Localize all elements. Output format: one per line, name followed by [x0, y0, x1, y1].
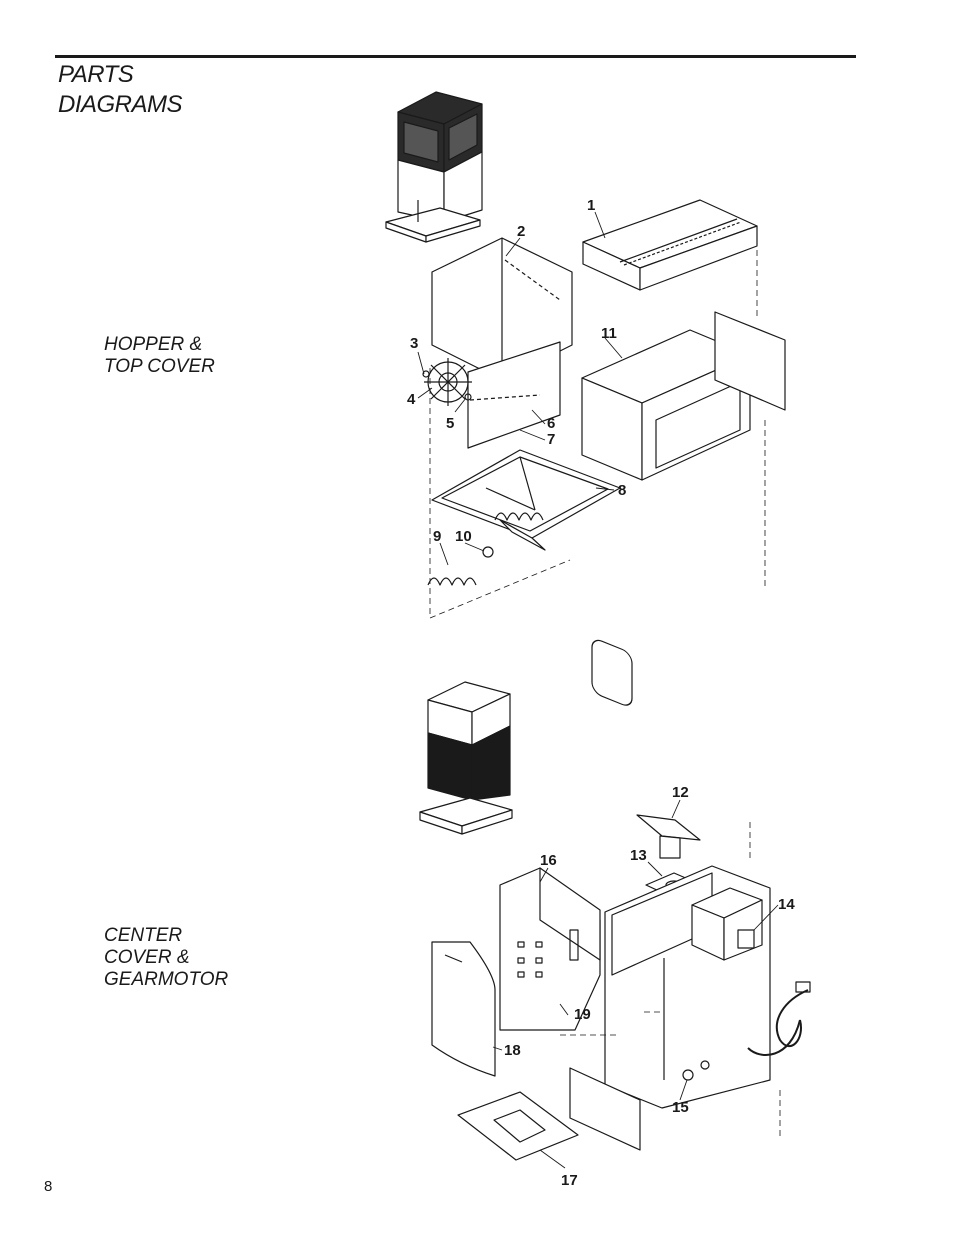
control-board-part: [499, 867, 601, 1031]
gearmotor-part: [691, 887, 763, 961]
callout-2: 2: [517, 223, 525, 240]
callout-1: 1: [587, 197, 595, 214]
callout-5: 5: [446, 415, 454, 432]
auger-spring-part: [427, 546, 494, 586]
header-rule: [55, 55, 856, 58]
callout-10: 10: [455, 528, 472, 545]
callout-7: 7: [547, 431, 555, 448]
callout-11: 11: [601, 325, 617, 342]
leader-lines-bottom: [492, 799, 779, 1169]
callout-9: 9: [433, 528, 441, 545]
section-label-hopper: HOPPER & TOP COVER: [104, 334, 215, 378]
left-cover-part: [431, 941, 496, 1077]
callout-4: 4: [407, 391, 416, 408]
callout-12: 12: [672, 784, 689, 801]
callout-3: 3: [410, 335, 418, 352]
callout-labels: 1 2 3 4 5 6 7 8 9 10 11 12 13 14 15 16 1…: [407, 197, 795, 1189]
callout-16: 16: [540, 852, 557, 869]
callout-19: 19: [574, 1006, 591, 1023]
page-number: 8: [44, 1178, 53, 1195]
frame-part: [581, 311, 786, 706]
title-line-2: DIAGRAMS: [58, 91, 183, 118]
agitator-part: [422, 358, 472, 406]
callout-18: 18: [504, 1042, 521, 1059]
top-cover-part: [582, 199, 758, 291]
section-label-line: CENTER: [104, 925, 183, 946]
callout-13: 13: [630, 847, 647, 864]
section-label-line: GEARMOTOR: [104, 969, 229, 990]
callout-15: 15: [672, 1099, 689, 1116]
callout-17: 17: [561, 1172, 578, 1189]
section-label-line: HOPPER &: [104, 334, 203, 355]
hopper-tray-part: [431, 449, 621, 551]
callout-6: 6: [547, 415, 555, 432]
back-panel-part: [569, 1067, 641, 1151]
section-label-center-cover: CENTER COVER & GEARMOTOR: [104, 925, 228, 991]
leader-lines-top: [417, 211, 623, 566]
section-label-line: COVER &: [104, 947, 190, 968]
assembly-lines-top: [429, 240, 766, 619]
chute-part: [636, 814, 701, 859]
title-line-1: PARTS: [58, 61, 134, 88]
hopper-panel-part: [431, 237, 573, 449]
base-plate-part: [457, 1091, 579, 1161]
hopper-grinder-thumbnail: [385, 91, 483, 243]
assembly-lines-bottom: [560, 822, 781, 1140]
switch-part: [682, 1060, 710, 1081]
center-cover-grinder-thumbnail: [419, 681, 513, 835]
callout-8: 8: [618, 482, 626, 499]
callout-14: 14: [778, 896, 795, 913]
section-label-line: TOP COVER: [104, 356, 215, 377]
page-title: PARTS DIAGRAMS: [58, 60, 183, 120]
power-cord-part: [747, 981, 811, 1056]
